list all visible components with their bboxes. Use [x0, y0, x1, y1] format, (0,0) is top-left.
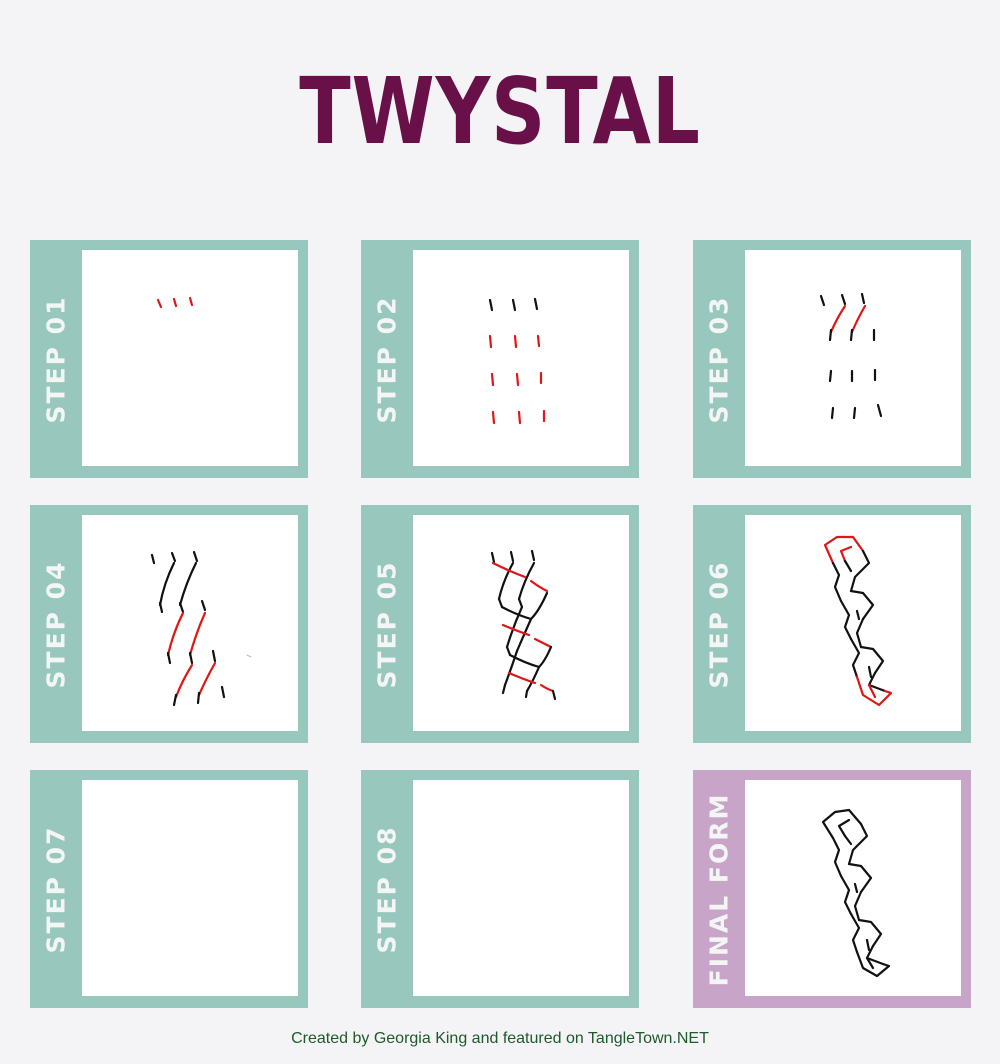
credit-line: Created by Georgia King and featured on … [291, 1030, 709, 1047]
step-03-drawing [745, 250, 961, 466]
step-06-label-bar: STEP 06 [693, 505, 745, 743]
step-06-drawing [745, 515, 961, 731]
step-03-label-bar: STEP 03 [693, 240, 745, 478]
step-04-label: STEP 04 [41, 560, 71, 688]
step-06-label: STEP 06 [704, 560, 734, 688]
step-01-label: STEP 01 [41, 295, 71, 423]
final-form-label-bar: FINAL FORM [693, 770, 745, 1008]
step-04-card: STEP 04 [30, 505, 308, 743]
step-01-card: STEP 01 [30, 240, 308, 478]
step-02-drawing [413, 250, 629, 466]
step-06-card: STEP 06 [693, 505, 971, 743]
step-08-label: STEP 08 [372, 825, 402, 953]
step-04-drawing [82, 515, 298, 731]
step-05-card: STEP 05 [361, 505, 639, 743]
step-05-drawing [413, 515, 629, 731]
step-08-drawing [413, 780, 629, 996]
step-04-label-bar: STEP 04 [30, 505, 82, 743]
step-07-card: STEP 07 [30, 770, 308, 1008]
final-form-label: FINAL FORM [704, 792, 734, 986]
step-01-label-bar: STEP 01 [30, 240, 82, 478]
step-01-drawing [82, 250, 298, 466]
step-07-label-bar: STEP 07 [30, 770, 82, 1008]
step-03-label: STEP 03 [704, 295, 734, 423]
page-title: TWYSTAL [299, 58, 701, 165]
step-02-label: STEP 02 [372, 295, 402, 423]
final-form-card: FINAL FORM [693, 770, 971, 1008]
step-08-label-bar: STEP 08 [361, 770, 413, 1008]
final-form-drawing [745, 780, 961, 996]
step-07-drawing [82, 780, 298, 996]
step-07-label: STEP 07 [41, 825, 71, 953]
step-03-card: STEP 03 [693, 240, 971, 478]
step-08-card: STEP 08 [361, 770, 639, 1008]
step-02-card: STEP 02 [361, 240, 639, 478]
step-05-label: STEP 05 [372, 560, 402, 688]
step-02-label-bar: STEP 02 [361, 240, 413, 478]
step-05-label-bar: STEP 05 [361, 505, 413, 743]
